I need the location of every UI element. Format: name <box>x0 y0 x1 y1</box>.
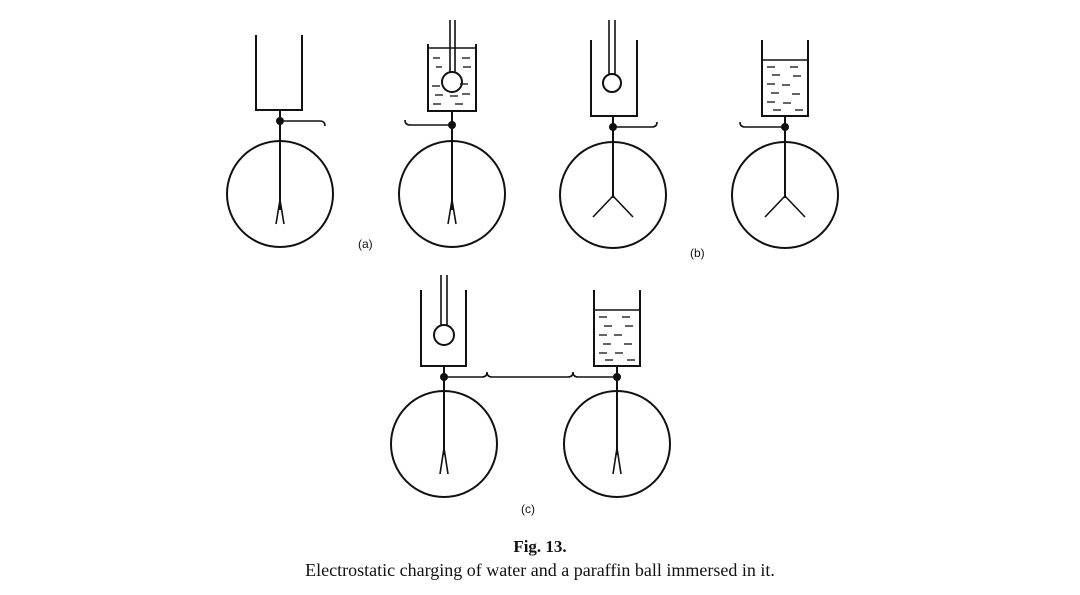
insulating-rod <box>449 20 456 73</box>
leaves-closed <box>612 447 622 475</box>
electroscope-case <box>563 390 671 498</box>
figure-caption-text: Electrostatic charging of water and a pa… <box>305 560 775 580</box>
side-wire <box>404 119 452 126</box>
leaves-closed <box>447 199 457 225</box>
beaker <box>420 290 467 367</box>
leaves-closed <box>275 199 285 225</box>
electroscope-water-only <box>731 40 839 249</box>
water-hatching <box>599 316 635 361</box>
insulating-rod <box>440 275 448 326</box>
electroscope-case <box>390 390 498 498</box>
water-beaker <box>761 40 809 117</box>
electroscope-ball-removed <box>559 20 667 249</box>
panel-label-a: (a) <box>358 237 373 251</box>
electroscope-empty-beaker <box>226 35 334 248</box>
water-hatching <box>432 57 471 105</box>
terminal-knob <box>613 373 621 381</box>
insulating-rod <box>608 20 616 74</box>
water-hatching <box>767 66 803 111</box>
leaves-diverged <box>764 195 806 218</box>
leaves-diverged <box>592 195 634 218</box>
side-wire <box>613 121 658 128</box>
side-wire <box>739 121 785 128</box>
electroscope-case <box>731 141 839 249</box>
electroscope-water-with-ball <box>398 20 506 248</box>
beaker <box>590 40 638 117</box>
paraffin-ball <box>441 71 463 93</box>
empty-beaker <box>255 35 303 111</box>
panel-label-c: (c) <box>521 502 535 516</box>
paraffin-ball <box>602 73 622 93</box>
electroscope-case <box>398 140 506 248</box>
connecting-wire <box>444 371 617 378</box>
panel-label-b: (b) <box>690 246 705 260</box>
paraffin-ball <box>433 324 455 346</box>
water-beaker <box>427 44 477 112</box>
water-beaker <box>593 290 641 367</box>
side-wire <box>280 120 326 127</box>
figure-caption-title: Fig. 13. <box>513 537 567 556</box>
leaves-closed <box>439 447 449 475</box>
electroscope-case <box>559 141 667 249</box>
electroscope-ball-beaker <box>390 275 498 498</box>
electroscope-case <box>226 140 334 248</box>
electroscope-water-beaker <box>563 290 671 498</box>
